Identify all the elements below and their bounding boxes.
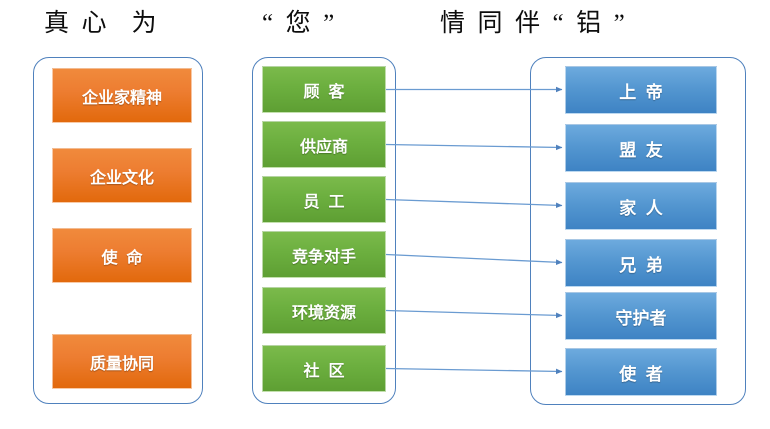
stakeholders-panel-outline: [252, 57, 396, 404]
stakeholder-chip-3[interactable]: 员 工: [262, 176, 386, 223]
values-chip-3[interactable]: 使 命: [52, 228, 192, 283]
role-chip-1[interactable]: 上 帝: [565, 66, 717, 114]
page-title: 真 心 为 “ 您 ” 情 同 伴 “ 铝 ”: [0, 4, 770, 48]
role-chip-3[interactable]: 家 人: [565, 182, 717, 230]
stakeholder-chip-5[interactable]: 环境资源: [262, 287, 386, 334]
role-chip-6[interactable]: 使 者: [565, 348, 717, 396]
role-chip-5[interactable]: 守护者: [565, 292, 717, 340]
values-panel-outline: [33, 57, 203, 404]
title-segment-1: 真 心 为: [44, 10, 157, 37]
values-chip-1[interactable]: 企业家精神: [52, 68, 192, 123]
title-segment-2: “ 您 ”: [262, 10, 335, 37]
role-chip-2[interactable]: 盟 友: [565, 124, 717, 172]
stakeholder-chip-4[interactable]: 竞争对手: [262, 231, 386, 278]
stakeholder-chip-6[interactable]: 社 区: [262, 345, 386, 392]
title-segment-3: 情 同 伴 “ 铝 ”: [440, 10, 625, 37]
role-chip-4[interactable]: 兄 弟: [565, 239, 717, 287]
values-chip-2[interactable]: 企业文化: [52, 148, 192, 203]
roles-panel-outline: [530, 57, 746, 405]
stakeholder-chip-2[interactable]: 供应商: [262, 121, 386, 168]
values-chip-4[interactable]: 质量协同: [52, 334, 192, 389]
stakeholder-chip-1[interactable]: 顾 客: [262, 66, 386, 113]
